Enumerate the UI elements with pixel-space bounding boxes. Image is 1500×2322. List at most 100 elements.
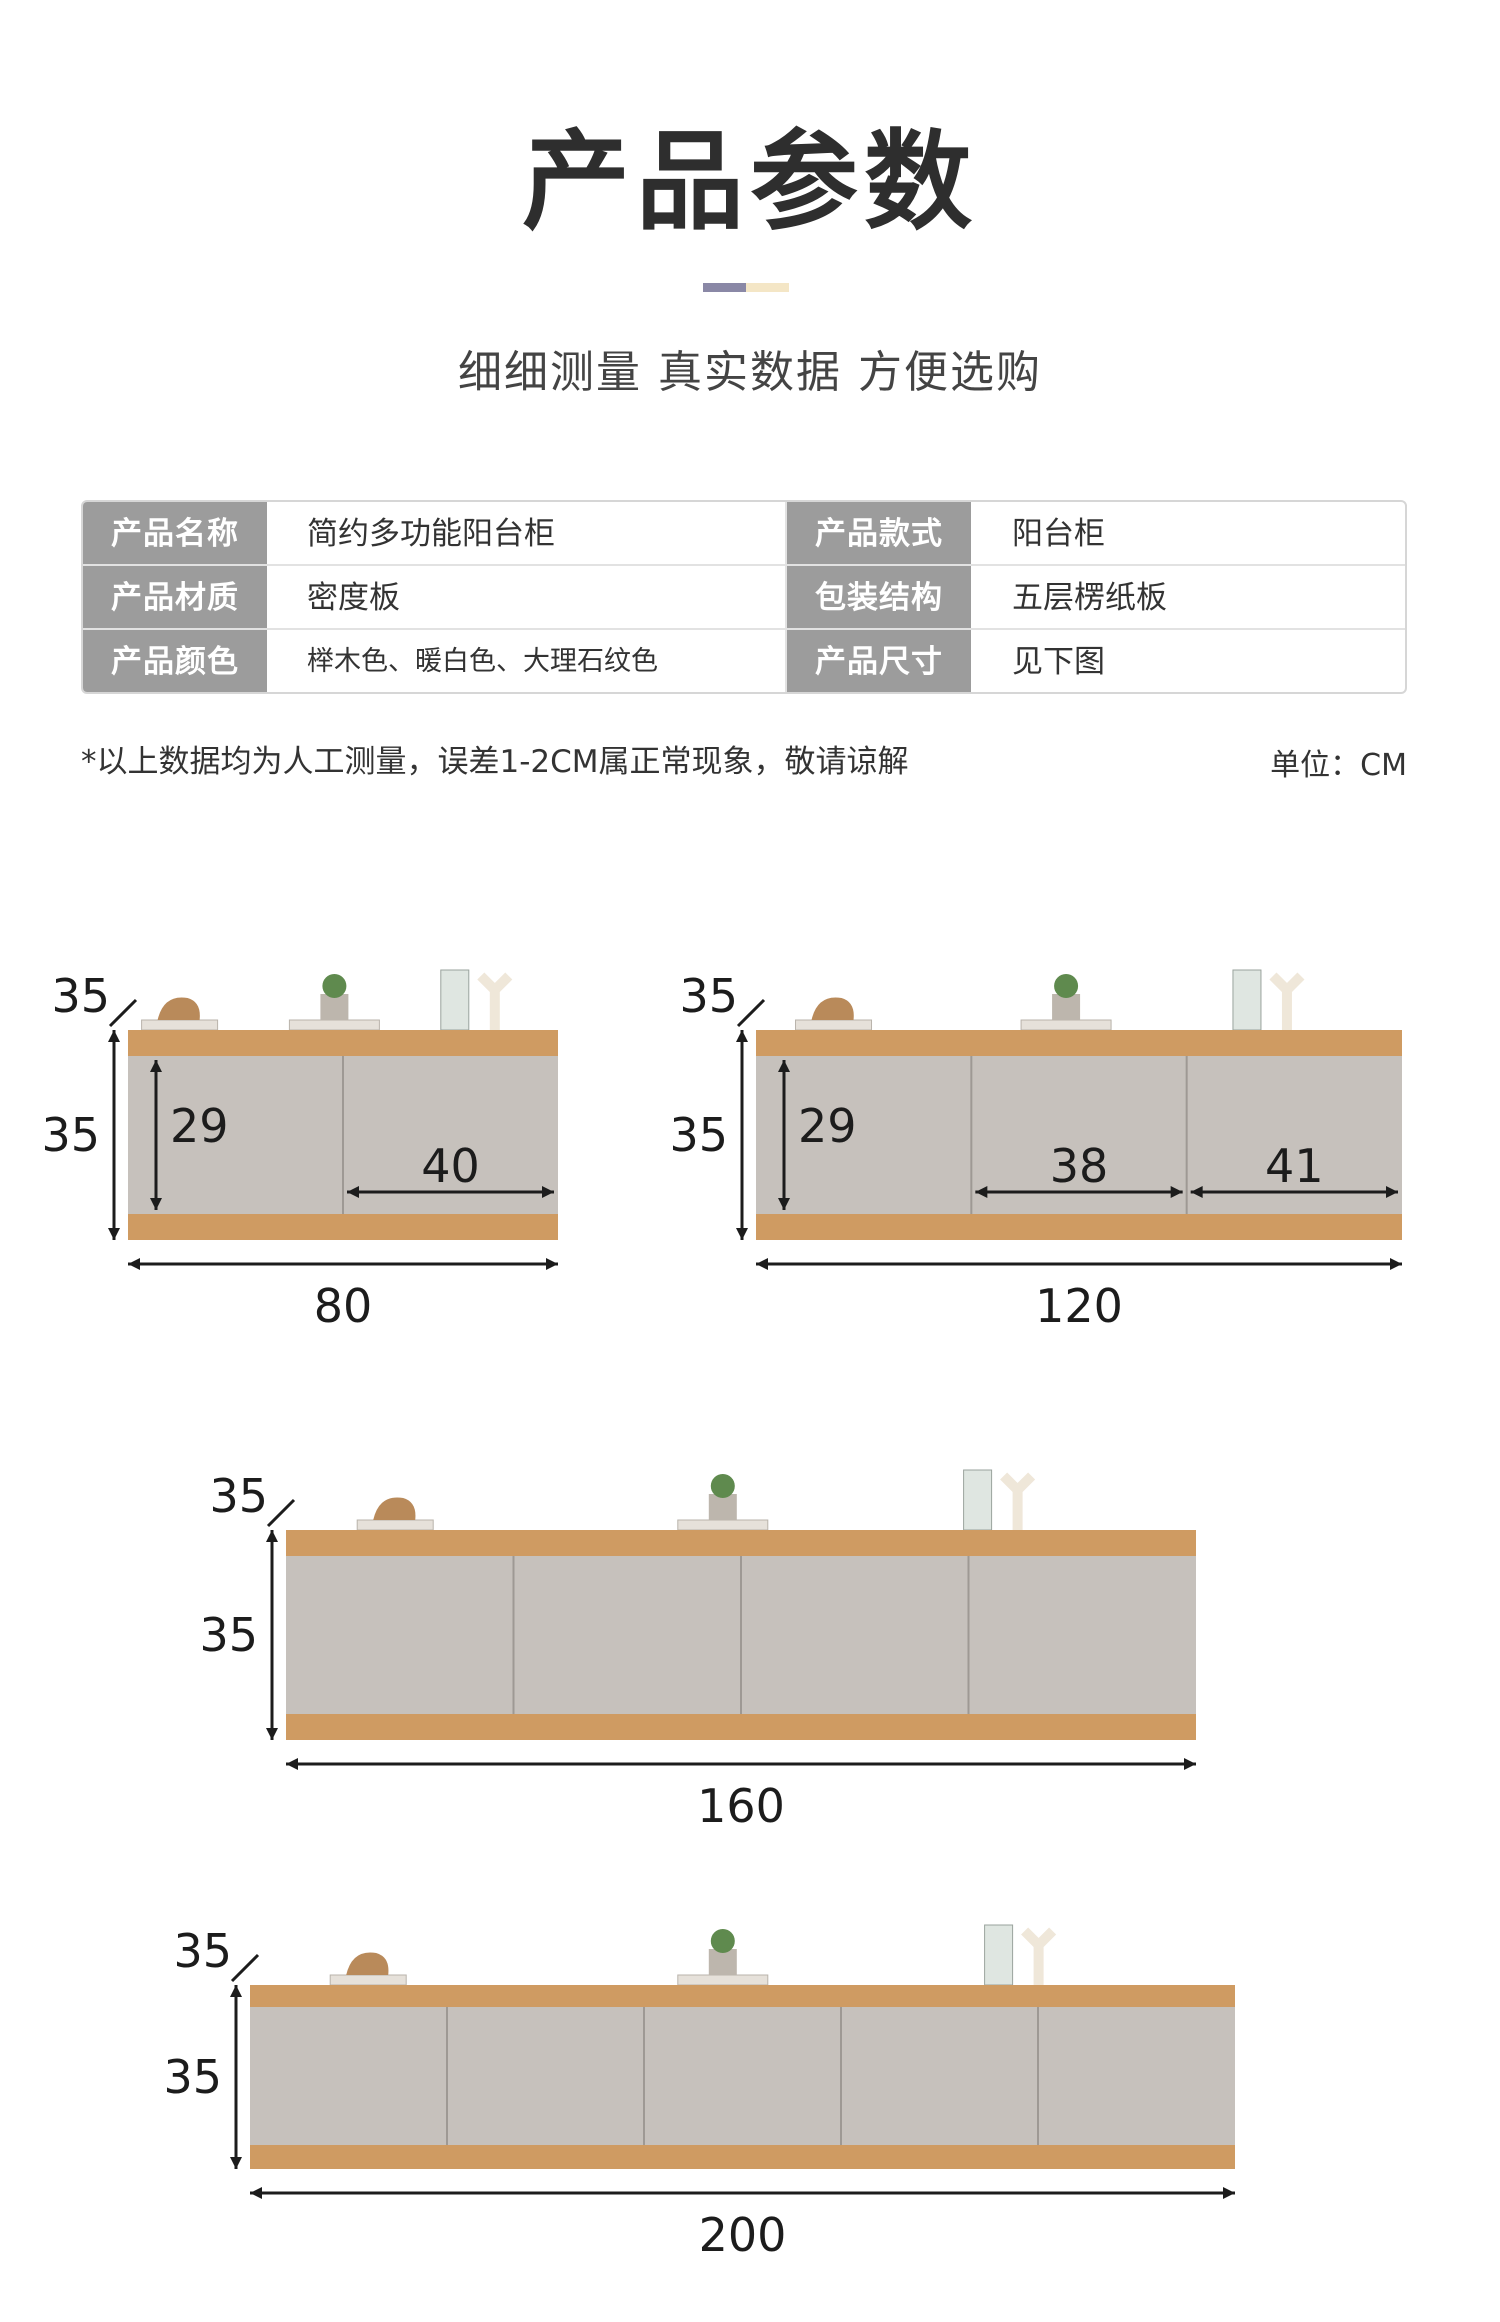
- depth-label: 35: [51, 969, 110, 1023]
- cabinet-top-board: [286, 1530, 1196, 1556]
- title-accent-bar: [703, 283, 789, 292]
- door-width-label: 38: [1050, 1139, 1109, 1193]
- depth-dimension-line: [108, 998, 138, 1028]
- height-label: 35: [163, 2050, 222, 2104]
- top-decorations: [141, 969, 513, 1031]
- door-width-dimension-line-arrowhead-right: [542, 1186, 554, 1198]
- depth-dimension-line: [736, 998, 766, 1028]
- width-dimension-line-arrowhead-right: [1223, 2187, 1235, 2199]
- width-dimension-line-arrowhead-left: [128, 1258, 140, 1270]
- spec-value: 见下图: [1012, 644, 1105, 680]
- plant-leaves-icon: [710, 1929, 735, 1953]
- spec-value: 榉木色、暖白色、大理石纹色: [307, 646, 658, 677]
- cabinet-base: [250, 2145, 1235, 2169]
- spec-label: 产品颜色: [83, 630, 267, 692]
- plant-pot-icon: [320, 994, 349, 1020]
- glass-vase-icon: [984, 1924, 1014, 1986]
- width-dimension-line-arrowhead-right: [1184, 1758, 1196, 1770]
- height-dimension-line-arrowhead-bottom: [266, 1728, 278, 1740]
- book-stack-icon: [1020, 1019, 1112, 1031]
- height-dimension-line-arrowhead-top: [266, 1530, 278, 1542]
- measurement-note: *以上数据均为人工测量，误差1-2CM属正常现象，敬请谅解: [81, 744, 909, 780]
- inner-height-label: 29: [798, 1099, 857, 1153]
- bear-figurine-icon: [373, 1497, 416, 1520]
- cabinet-top-board: [756, 1030, 1402, 1056]
- depth-label: 35: [679, 969, 738, 1023]
- depth-label: 35: [209, 1469, 268, 1523]
- door-width-dimension-line-arrowhead-right: [1170, 1186, 1183, 1198]
- spec-value: 阳台柜: [1012, 516, 1105, 552]
- cabinet-body: [250, 2007, 1235, 2145]
- spec-row: 产品材质 密度板 包装结构 五层楞纸板: [83, 566, 1405, 630]
- glass-vase-icon: [440, 969, 470, 1031]
- row-divider: [83, 564, 1405, 566]
- spec-row: 产品颜色 榉木色、暖白色、大理石纹色 产品尺寸 见下图: [83, 630, 1405, 692]
- top-decorations: [795, 969, 1305, 1031]
- depth-label: 35: [173, 1924, 232, 1978]
- width-dimension-line-arrowhead-left: [756, 1258, 768, 1270]
- door-width-label: 40: [421, 1139, 480, 1193]
- cabinet-base: [128, 1214, 558, 1240]
- inner-height-dimension-line-arrowhead-top: [778, 1060, 790, 1072]
- cabinet-base: [756, 1214, 1402, 1240]
- width-label: 120: [1035, 1279, 1123, 1333]
- cabinet-diagram: 160 35 35: [199, 1469, 1196, 1833]
- inner-height-dimension-line-arrowhead-bottom: [150, 1198, 162, 1210]
- glass-vase-icon: [963, 1469, 993, 1531]
- book-stack-icon: [141, 1019, 219, 1031]
- inner-height-dimension-line-arrowhead-top: [150, 1060, 162, 1072]
- coral-ornament-icon: [1000, 1472, 1036, 1530]
- plant-pot-icon: [708, 1494, 737, 1520]
- height-dimension-line-arrowhead-top: [736, 1030, 748, 1042]
- title-accent-segment-purple: [703, 283, 746, 292]
- bear-figurine-icon: [157, 997, 200, 1020]
- width-label: 80: [314, 1279, 373, 1333]
- cabinet-base: [286, 1714, 1196, 1740]
- plant-pot-icon: [1052, 994, 1081, 1020]
- spec-label: 产品名称: [83, 502, 267, 566]
- plant-leaves-icon: [1054, 974, 1079, 998]
- spec-label: 包装结构: [787, 566, 971, 630]
- book-stack-icon: [677, 1974, 769, 1986]
- cabinet-body: [756, 1056, 1402, 1214]
- spec-row: 产品名称 简约多功能阳台柜 产品款式 阳台柜: [83, 502, 1405, 566]
- book-stack-icon: [356, 1519, 434, 1531]
- column-divider: [785, 502, 787, 692]
- height-dimension-line-arrowhead-bottom: [108, 1228, 120, 1240]
- depth-dimension-line: [230, 1953, 260, 1983]
- spec-table: 产品名称 简约多功能阳台柜 产品款式 阳台柜 产品材质 密度板 包装结构 五层楞…: [81, 500, 1407, 694]
- door-width-label: 41: [1265, 1139, 1324, 1193]
- glass-vase-icon: [1232, 969, 1262, 1031]
- door-width-dimension-line-arrowhead-right: [1386, 1186, 1398, 1198]
- coral-ornament-icon: [1269, 972, 1305, 1030]
- top-decorations: [329, 1924, 1057, 1986]
- page-title: 产品参数: [521, 120, 978, 245]
- height-label: 35: [199, 1608, 258, 1662]
- inner-height-dimension-line-arrowhead-bottom: [778, 1198, 790, 1210]
- coral-ornament-icon: [1021, 1927, 1057, 1985]
- door-width-dimension-line-arrowhead-left: [347, 1186, 359, 1198]
- spec-value: 五层楞纸板: [1012, 580, 1167, 616]
- height-dimension-line-arrowhead-top: [108, 1030, 120, 1042]
- bear-figurine-icon: [346, 1952, 389, 1975]
- plant-leaves-icon: [710, 1474, 735, 1498]
- height-dimension-line-arrowhead-bottom: [736, 1228, 748, 1240]
- height-dimension-line-arrowhead-bottom: [230, 2157, 242, 2169]
- width-dimension-line-arrowhead-left: [250, 2187, 262, 2199]
- spec-value: 密度板: [307, 580, 400, 616]
- width-dimension-line-arrowhead-right: [1390, 1258, 1402, 1270]
- spec-label: 产品款式: [787, 502, 971, 566]
- row-divider: [83, 628, 1405, 630]
- title-accent-segment-cream: [746, 283, 789, 292]
- page-subtitle: 细细测量 真实数据 方便选购: [458, 347, 1042, 398]
- coral-ornament-icon: [477, 972, 513, 1030]
- spec-label: 产品材质: [83, 566, 267, 630]
- width-dimension-line-arrowhead-left: [286, 1758, 298, 1770]
- book-stack-icon: [677, 1519, 769, 1531]
- width-label: 160: [697, 1779, 785, 1833]
- book-stack-icon: [329, 1974, 407, 1986]
- book-stack-icon: [795, 1019, 873, 1031]
- plant-pot-icon: [708, 1949, 737, 1975]
